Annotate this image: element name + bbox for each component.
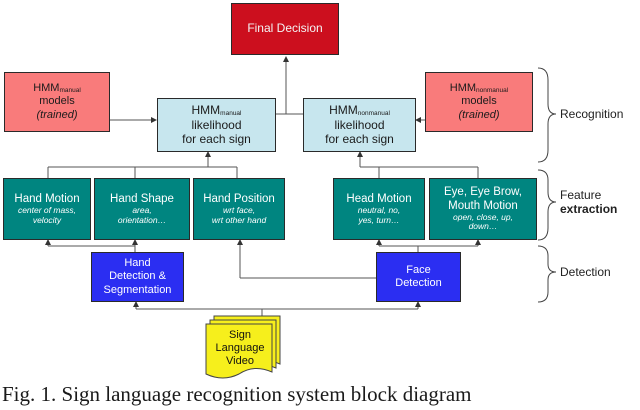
- models-manual-line2: models: [39, 95, 75, 108]
- hand-shape-sub2: orientation…: [117, 214, 167, 225]
- hmm-nonmanual-models-box: HMMnonmanual models (trained): [425, 72, 533, 132]
- stage-feature-line2: extraction: [560, 202, 618, 217]
- eye-brow-mouth-motion-box: Eye, Eye Brow, Mouth Motion open, close,…: [429, 178, 537, 240]
- video-line2: Language: [215, 342, 265, 355]
- video-line1: Sign: [228, 329, 252, 341]
- hand-detection-box: Hand Detection & Segmentation: [91, 252, 184, 302]
- eye-motion-sub2: down…: [468, 221, 498, 232]
- figure-caption: Fig. 1. Sign language recognition system…: [2, 382, 472, 406]
- hand-position-sub1: wrt face,: [222, 205, 256, 216]
- head-motion-sub2: yes, turn…: [358, 214, 400, 225]
- models-nonmanual-title: HMMnonmanual: [449, 82, 509, 95]
- video-line3: Video: [226, 355, 254, 368]
- likelihood-manual-title: HMMmanual: [191, 103, 242, 118]
- hand-motion-sub1: center of mass,: [17, 205, 77, 216]
- likelihood-manual-line2: likelihood: [191, 118, 242, 132]
- hand-shape-sub1: area,: [132, 205, 152, 216]
- head-motion-box: Head Motion neutral, no, yes, turn…: [333, 178, 425, 240]
- models-manual-line3: (trained): [36, 108, 78, 121]
- face-detection-line1: Face: [406, 263, 431, 276]
- hand-motion-title: Hand Motion: [14, 193, 80, 206]
- hmm-nonmanual-likelihood-box: HMMnonmanual likelihood for each sign: [303, 98, 416, 152]
- hand-position-sub2: wrt other hand: [211, 214, 267, 225]
- hand-motion-box: Hand Motion center of mass, velocity: [3, 178, 91, 240]
- hand-detection-line1: Hand: [124, 257, 151, 270]
- hmm-manual-likelihood-box: HMMmanual likelihood for each sign: [157, 98, 276, 152]
- final-decision-label: Final Decision: [247, 21, 323, 36]
- likelihood-manual-line3: for each sign: [182, 132, 251, 147]
- hand-shape-title: Hand Shape: [110, 193, 174, 206]
- eye-motion-title1: Eye, Eye Brow,: [444, 186, 522, 199]
- stage-detection-label: Detection: [560, 265, 611, 279]
- likelihood-nonmanual-line3: for each sign: [325, 132, 394, 147]
- video-document-stack: [205, 315, 281, 379]
- final-decision-box: Final Decision: [231, 3, 339, 55]
- models-manual-title: HMMmanual: [33, 82, 81, 95]
- stage-feature-line1: Feature: [560, 188, 602, 202]
- connectors: [45, 56, 481, 318]
- face-detection-line2: Detection: [395, 277, 442, 289]
- head-motion-sub1: neutral, no,: [357, 205, 401, 216]
- likelihood-nonmanual-title: HMMnonmanual: [329, 103, 390, 118]
- hand-detection-line2: Detection &: [109, 270, 166, 283]
- likelihood-nonmanual-line2: likelihood: [334, 118, 385, 132]
- video-label: Sign Language Video: [209, 329, 271, 369]
- hand-position-box: Hand Position wrt face, wrt other hand: [193, 178, 285, 240]
- stage-brackets: [537, 67, 557, 303]
- face-detection-box: Face Detection: [376, 252, 461, 302]
- eye-motion-title2: Mouth Motion: [448, 199, 518, 212]
- hand-detection-line3: Segmentation: [103, 283, 172, 296]
- stage-feature-extraction-label: Feature extraction: [560, 188, 617, 217]
- hmm-manual-models-box: HMMmanual models (trained): [4, 72, 110, 132]
- head-motion-title: Head Motion: [346, 193, 412, 206]
- eye-motion-sub1: open, close, up,: [452, 211, 513, 222]
- models-nonmanual-line2: models: [461, 95, 497, 108]
- stage-recognition-label: Recognition: [560, 107, 624, 121]
- hand-position-title: Hand Position: [203, 193, 275, 206]
- hand-motion-sub2: velocity: [32, 214, 62, 225]
- hand-shape-box: Hand Shape area, orientation…: [94, 178, 190, 240]
- models-nonmanual-line3: (trained): [458, 108, 500, 121]
